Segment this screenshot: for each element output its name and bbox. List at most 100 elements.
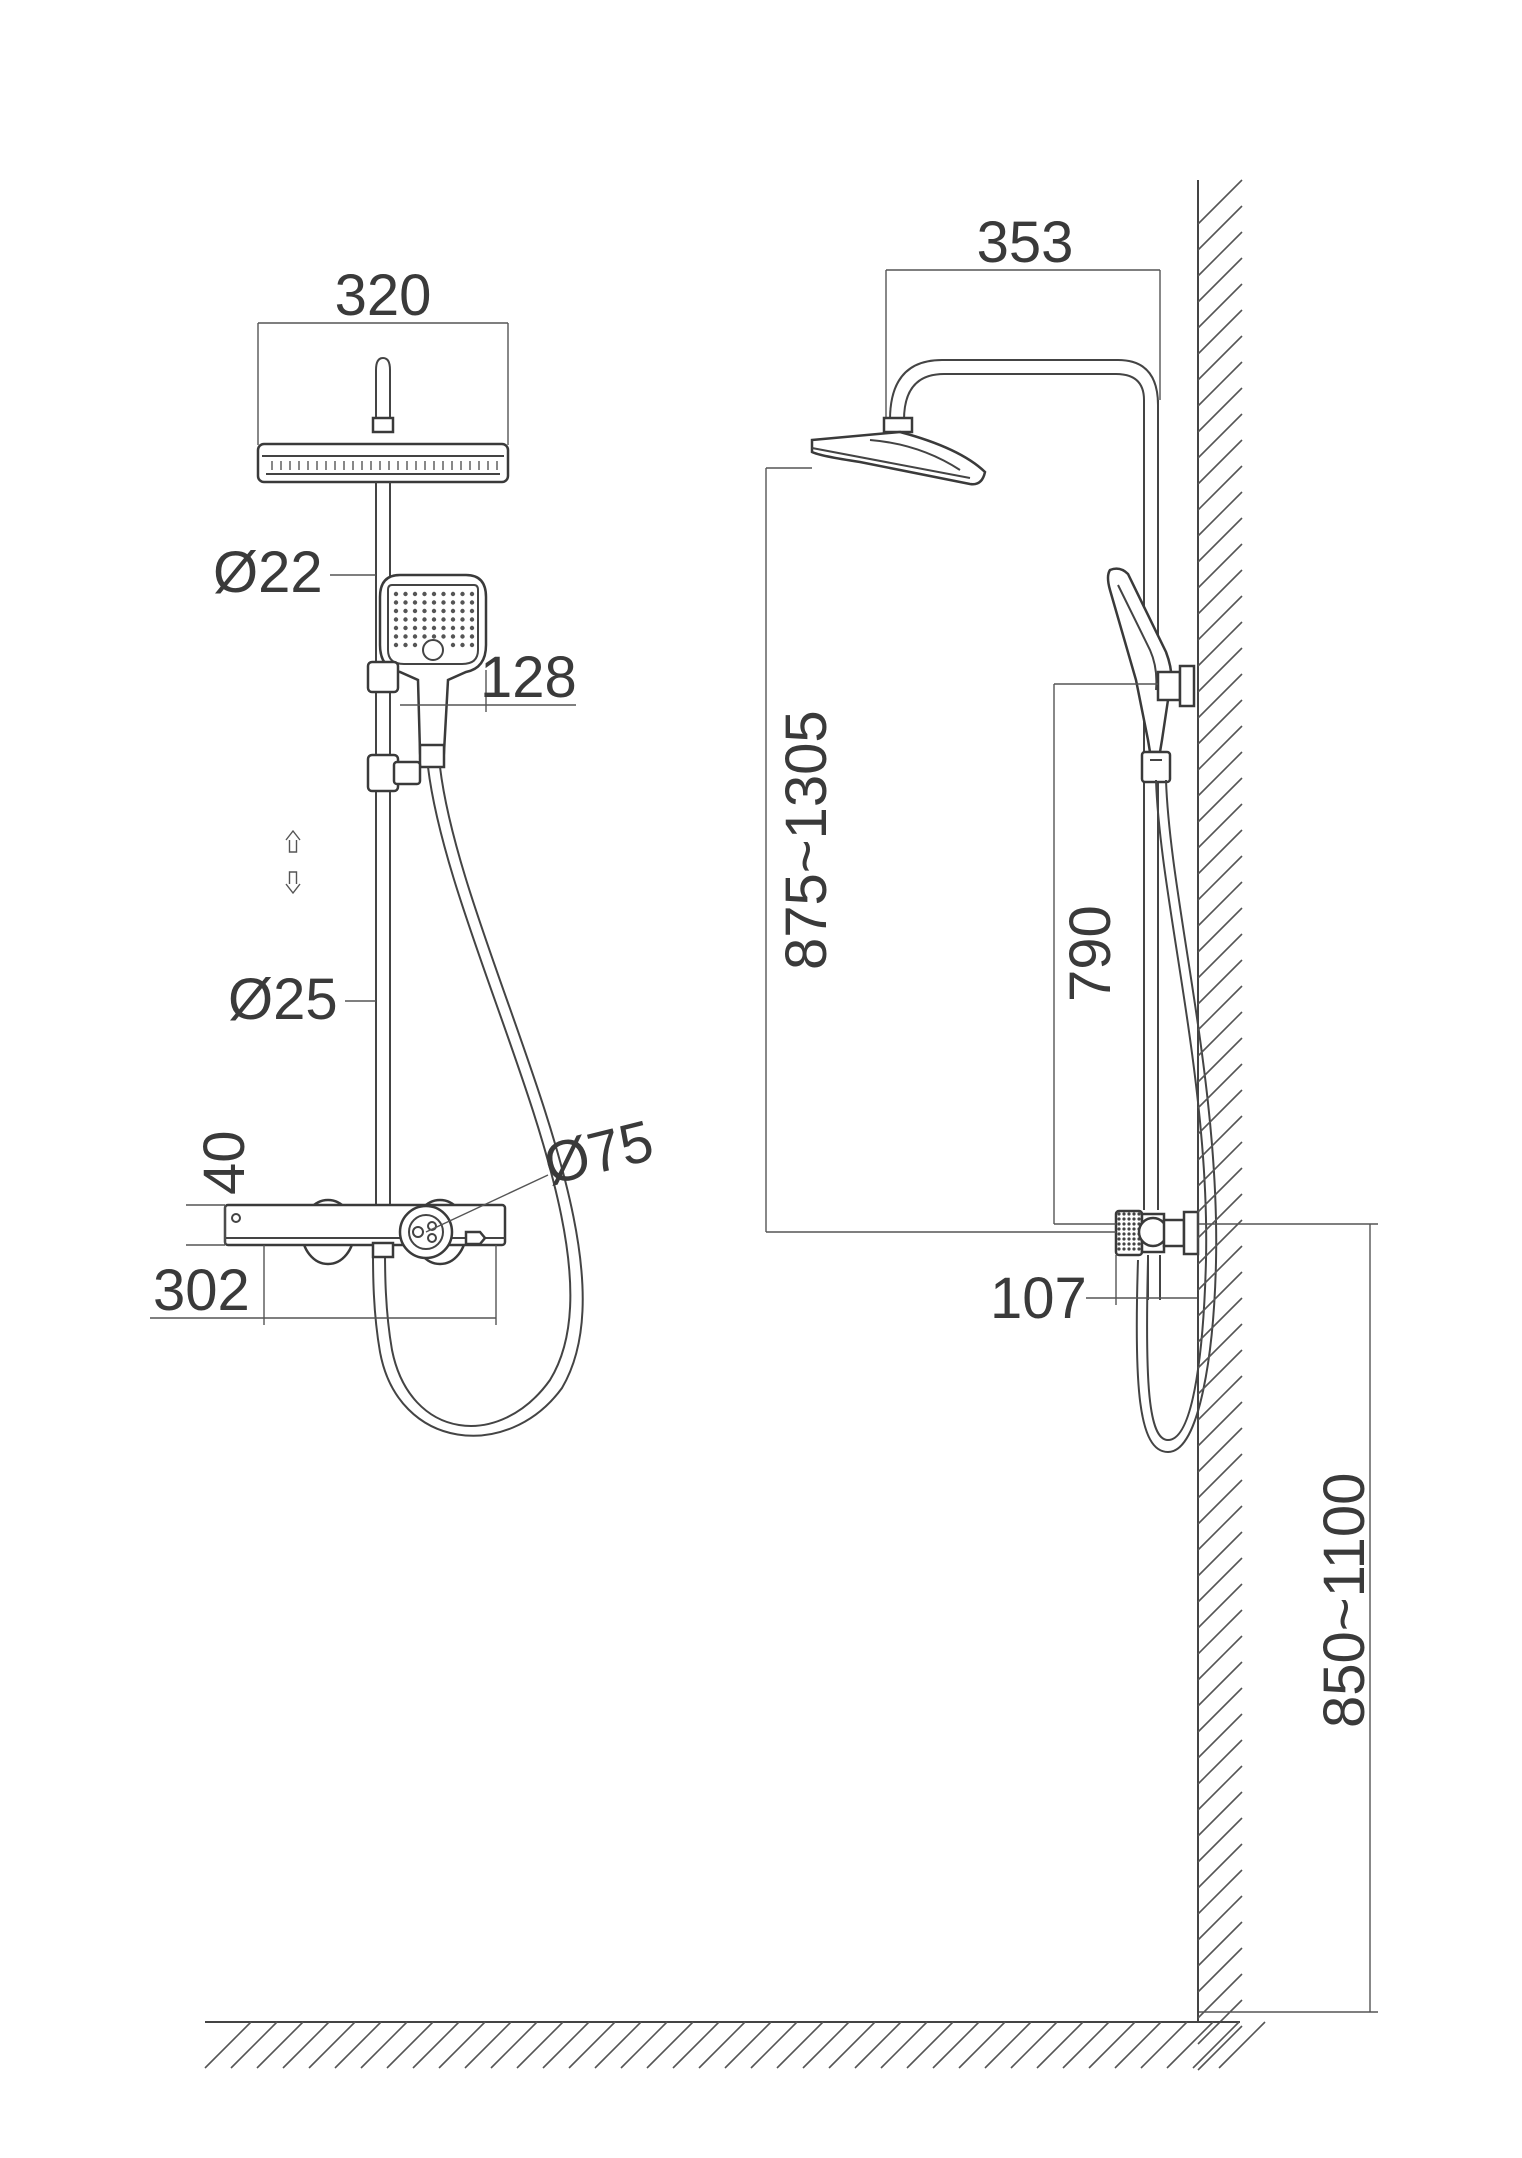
front-hose (372, 766, 584, 1437)
wall-hatch-line (1197, 205, 1243, 251)
wall-hatch-line (1197, 907, 1243, 953)
wall-hatch-line (1197, 309, 1243, 355)
wall-hatch-line (1197, 231, 1243, 277)
floor-hatch-line (854, 2021, 902, 2069)
knurl-dot (1117, 1232, 1121, 1236)
knurl-dot (1127, 1227, 1131, 1231)
wall-hatch-line (1197, 1453, 1243, 1499)
floor-hatch-line (490, 2021, 538, 2069)
hand-nozzle (431, 617, 437, 622)
front-rain-head (256, 442, 510, 484)
hand-nozzle (469, 617, 475, 622)
knurl-dot (1132, 1212, 1136, 1216)
wall-hatch-line (1197, 465, 1243, 511)
floor-hatch-line (828, 2021, 876, 2069)
hand-nozzle (412, 642, 418, 648)
wall-hatch-line (1197, 1401, 1243, 1447)
floor-hatch-line (204, 2021, 252, 2069)
floor-hatch-line (750, 2021, 798, 2069)
wall-hatch-line (1197, 1323, 1243, 1369)
wall-hatch-line (1197, 699, 1243, 745)
hand-nozzle (422, 617, 427, 622)
dim-valve-height: 40 (186, 1130, 257, 1246)
knurl-dot (1117, 1237, 1121, 1241)
floor-hatch-line (256, 2021, 304, 2069)
knurl-dot (1122, 1212, 1126, 1216)
wall-hatch-line (1197, 1531, 1243, 1577)
dim-bar-length-label: 790 (1058, 905, 1123, 1002)
floor-hatch-line (776, 2021, 824, 2069)
floor-hatch-line (464, 2021, 512, 2069)
dim-top-pipe: Ø22 (213, 540, 376, 605)
dim-valve-height-label: 40 (192, 1130, 257, 1195)
hand-nozzle (460, 625, 465, 631)
floor-hatch-line (334, 2021, 382, 2069)
wall-hatch-line (1197, 933, 1243, 979)
wall-hatch-line (1197, 751, 1243, 797)
wall-hatch-line (1197, 1011, 1243, 1057)
knurl-dot (1137, 1247, 1141, 1251)
knurl-dot (1127, 1217, 1131, 1221)
dim-arm-reach: 353 (885, 210, 1161, 440)
wall-hatch-line (1197, 621, 1243, 667)
hand-nozzle (441, 608, 446, 614)
wall-hatch-line (1197, 1843, 1243, 1889)
floor-hatch-line (958, 2021, 1006, 2069)
hand-nozzle (393, 608, 399, 614)
hand-nozzle (431, 600, 437, 605)
floor-hatch-line (724, 2021, 772, 2069)
dim-valve-depth: 107 (990, 1255, 1198, 1331)
wall-hatch-line (1197, 2025, 1243, 2071)
knurl-dot (1132, 1217, 1136, 1221)
wall-hatch-line (1197, 1167, 1243, 1213)
wall-hatch-line (1197, 1089, 1243, 1135)
hand-nozzle (460, 591, 465, 597)
dim-hand-width-label: 128 (480, 645, 577, 710)
knurl-dot (1127, 1212, 1131, 1216)
wall-hatch-line (1197, 335, 1243, 381)
dim-head-height: 875~1305 (765, 467, 1116, 1233)
wall-hatch-line (1197, 1037, 1243, 1083)
floor-hatch-line (698, 2021, 746, 2069)
dim-bar-length: 790 (1053, 683, 1158, 1225)
wall-hatch-line (1197, 725, 1243, 771)
hand-nozzle (460, 642, 465, 648)
hand-nozzle (403, 634, 408, 639)
knurl-dot (1137, 1212, 1141, 1216)
knurl-dot (1117, 1242, 1121, 1246)
floor-hatch-line (672, 2021, 720, 2069)
knurl-dot (1132, 1237, 1136, 1241)
knurl-dot (1132, 1227, 1136, 1231)
wall-hatch-line (1197, 985, 1243, 1031)
hand-nozzle (403, 600, 408, 605)
dim-hand-width: 128 (400, 645, 577, 712)
floor-hatch-line (542, 2021, 590, 2069)
dim-valve-width-label: 302 (153, 1258, 250, 1323)
front-bar-brackets (366, 660, 422, 793)
dim-head-height-label: 875~1305 (774, 710, 839, 970)
wall-hatch-line (1197, 673, 1243, 719)
hand-nozzle (450, 600, 456, 605)
side-view: 353 (765, 210, 1378, 2013)
wall-hatch-line (1197, 1817, 1243, 1863)
dim-top-pipe-label: Ø22 (213, 540, 323, 605)
floor-hatch-line (1166, 2021, 1214, 2069)
hand-nozzle (441, 591, 446, 597)
knurl-dot (1122, 1232, 1126, 1236)
hand-nozzle (460, 600, 465, 605)
hand-nozzle (403, 617, 408, 622)
floor-hatch-line (438, 2021, 486, 2069)
wall-hatch-line (1197, 803, 1243, 849)
wall-hatch-line (1197, 1895, 1243, 1941)
wall-hatch-line (1197, 1609, 1243, 1655)
side-hand-shower (1106, 567, 1173, 754)
dim-head-width: 320 (257, 263, 509, 445)
hand-nozzle (450, 642, 456, 648)
hand-nozzle (412, 625, 418, 631)
hand-nozzle (450, 625, 456, 631)
wall-hatch-line (1197, 569, 1243, 615)
knurl-dot (1122, 1247, 1126, 1251)
wall-hatch-line (1197, 855, 1243, 901)
floor-hatch-line (1010, 2021, 1058, 2069)
